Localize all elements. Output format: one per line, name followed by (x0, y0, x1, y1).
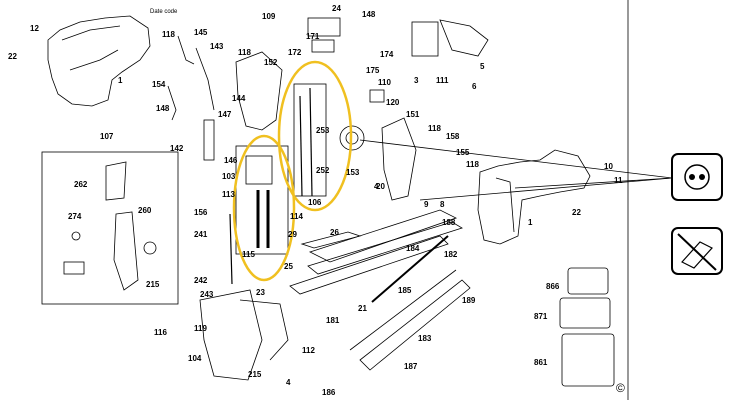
part-label: 22 (8, 52, 17, 61)
part-label: 29 (288, 230, 297, 239)
part-label: 155 (456, 148, 470, 157)
part-label: 186 (322, 388, 336, 397)
part-label: 187 (404, 362, 418, 371)
part-label: 4 (286, 378, 291, 387)
part-label: 242 (194, 276, 208, 285)
part-label: 118 (238, 48, 251, 57)
part-label: 262 (74, 180, 88, 189)
part-label: 106 (308, 198, 322, 207)
part-label: 107 (100, 132, 114, 141)
part-label: 146 (224, 156, 238, 165)
part-label: 154 (152, 80, 166, 89)
part-label: 871 (534, 312, 548, 321)
part-label: 26 (330, 228, 339, 237)
part-label: 111 (436, 76, 449, 85)
part-label: 144 (232, 94, 246, 103)
part-label: 175 (366, 66, 380, 75)
part-label: 171 (306, 32, 320, 41)
part-label: 183 (418, 334, 432, 343)
part-label: 861 (534, 358, 548, 367)
part-label: 6 (472, 82, 477, 91)
part-label: 215 (146, 280, 160, 289)
part-label: 120 (386, 98, 400, 107)
part-label: 241 (194, 230, 208, 239)
part-label: 189 (462, 296, 476, 305)
part-label: 24 (332, 4, 341, 13)
part-label: 3 (414, 76, 419, 85)
part-label: 118 (428, 124, 441, 133)
twin-hole-plug-icon (671, 153, 723, 201)
part-label: 21 (358, 304, 367, 313)
part-label: 109 (262, 12, 276, 21)
part-label: 110 (378, 78, 391, 87)
date-code-label: Date code (150, 9, 178, 15)
part-label: 188 (442, 218, 456, 227)
part-label: 118 (162, 30, 175, 39)
part-label: 118 (466, 160, 479, 169)
part-label: 119 (194, 324, 207, 333)
part-label: 143 (210, 42, 224, 51)
part-label: 260 (138, 206, 152, 215)
part-label: 153 (346, 168, 360, 177)
part-label: 142 (170, 144, 184, 153)
part-label: 114 (290, 212, 303, 221)
part-label: 866 (546, 282, 560, 291)
part-label: 113 (222, 190, 235, 199)
part-label: 116 (154, 328, 167, 337)
part-label: 115 (242, 250, 255, 259)
part-label: 181 (326, 316, 340, 325)
part-label: 252 (316, 166, 330, 175)
part-label: 182 (444, 250, 458, 259)
part-label: 103 (222, 172, 236, 181)
part-label: 8 (440, 200, 445, 209)
part-label: 184 (406, 244, 420, 253)
no-tool-crossed-icon (671, 227, 723, 275)
part-label: 253 (316, 126, 330, 135)
part-label: 185 (398, 286, 412, 295)
part-label: 151 (406, 110, 420, 119)
part-label: 274 (68, 212, 82, 221)
part-label: 10 (604, 162, 613, 171)
part-label: 112 (302, 346, 315, 355)
part-label: 158 (446, 132, 460, 141)
part-label: 156 (194, 208, 208, 217)
part-label: 4 (374, 182, 379, 191)
part-label: 174 (380, 50, 394, 59)
part-label: 20 (376, 182, 385, 191)
part-label: 152 (264, 58, 278, 67)
part-label: 145 (194, 28, 208, 37)
part-label: 11 (614, 176, 623, 185)
part-label: 243 (200, 290, 214, 299)
part-label: 25 (284, 262, 293, 271)
part-label: 1 (528, 218, 533, 227)
part-label: 9 (424, 200, 429, 209)
part-label: 148 (156, 104, 170, 113)
part-label: 5 (480, 62, 485, 71)
part-label: 23 (256, 288, 265, 297)
copyright-mark: © (616, 381, 625, 395)
part-label: 12 (30, 24, 39, 33)
part-label: 22 (572, 208, 581, 217)
part-label: 1 (118, 76, 123, 85)
part-label: 147 (218, 110, 232, 119)
part-label: 172 (288, 48, 302, 57)
part-label: 104 (188, 354, 202, 363)
part-label: 215 (248, 370, 262, 379)
part-label: 148 (362, 10, 376, 19)
